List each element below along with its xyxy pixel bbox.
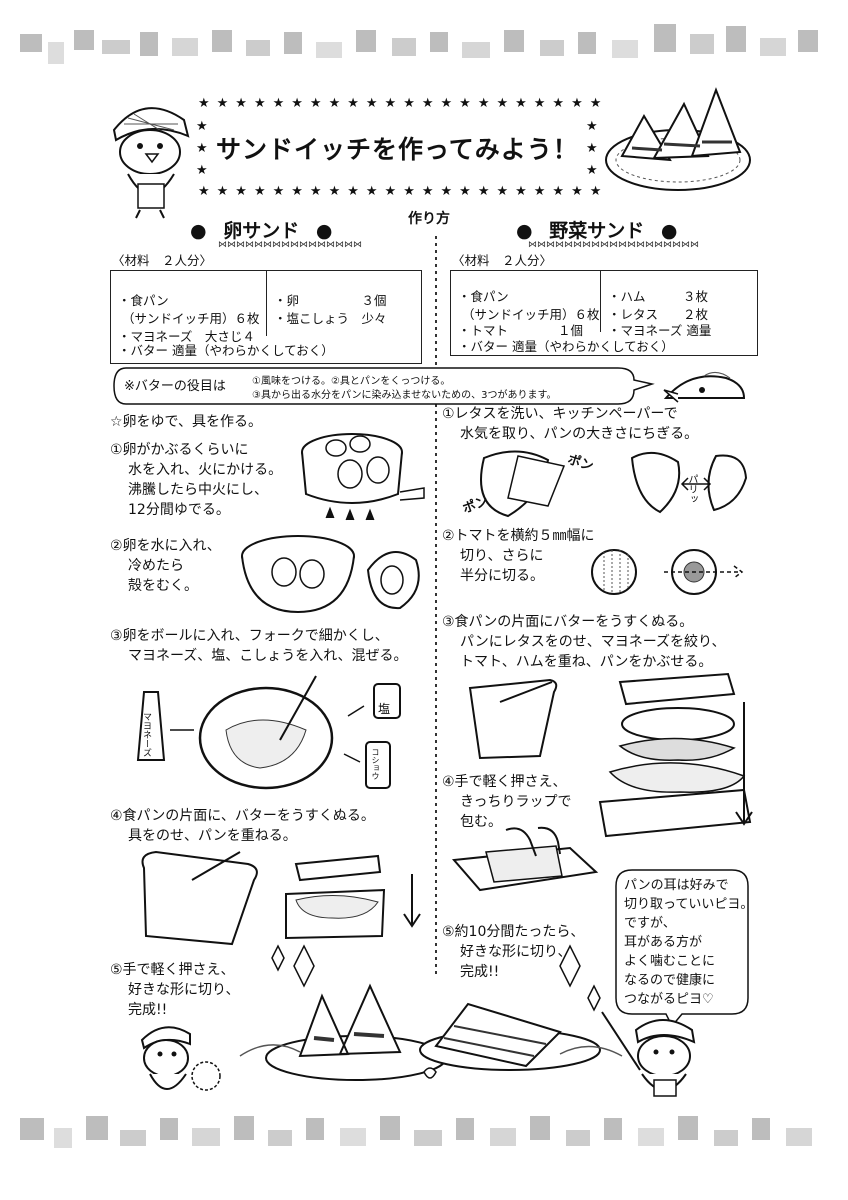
heading-underline-decoration: ⋈⋈⋈⋈⋈⋈⋈⋈⋈⋈⋈⋈⋈⋈⋈⋈⋈⋈⋈ <box>528 240 699 250</box>
chick-mascot-bottom-right-illustration <box>601 1011 696 1097</box>
veg-material-item: ・マヨネーズ 適量 <box>608 323 712 338</box>
veg-step-4: ④手で軽く押さえ、 きっちりラップで 包む。 <box>442 774 572 830</box>
egg-material-item: ・塩こしょう 少々 <box>274 311 387 326</box>
heading-bullet-icon: ● <box>516 220 533 242</box>
egg-step-1: ①卵がかぶるくらいに 水を入れ、火にかける。 沸騰したら中火にし、 12分間ゆで… <box>110 442 283 518</box>
chick-mascot-top-illustration <box>112 107 190 219</box>
veg-material-item: ・トマト １個 <box>458 323 584 338</box>
title-star-border-left: ★★★ <box>196 119 208 178</box>
lettece-drying-illustration <box>480 450 748 518</box>
bird-tip-bubble <box>615 869 749 1028</box>
egg-salad-bowl-illustration <box>136 675 401 790</box>
egg-material-item: ・卵 ３個 <box>274 293 387 308</box>
veg-materials-divider <box>600 270 601 332</box>
egg-step-2: ②卵を水に入れ、 冷めたら 殻をむく。 <box>110 538 221 594</box>
butter-role-label: ※バターの役目は <box>124 379 226 394</box>
veg-material-item: ・レタス ２枚 <box>608 307 709 322</box>
egg-step-4: ④食パンの片面に、バターをうすくぬる。 具をのせ、パンを重ねる。 <box>110 808 375 844</box>
vegetable-sandwich-stack-illustration <box>468 672 753 838</box>
page-title: サンドイッチを作ってみよう！ <box>216 135 579 164</box>
egg-materials-label: 〈材料 ２人分〉 <box>112 253 213 268</box>
egg-material-item: ・マヨネーズ 大さじ４ <box>118 329 255 344</box>
sandwich-platter-illustration <box>605 87 751 191</box>
egg-materials-divider <box>266 270 267 336</box>
mayo-bottle-label: マヨネーズ <box>141 712 151 757</box>
boiling-eggs-pot-illustration <box>301 433 425 521</box>
veg-step-1: ①レタスを洗い、キッチンペーパーで 水気を取り、パンの大きさにちぎる。 <box>442 406 699 442</box>
egg-material-item: （サンドイッチ用）６枚 <box>122 311 260 326</box>
egg-step-5: ⑤手で軽く押さえ、 好きな形に切り、 完成!! <box>110 962 240 1018</box>
heading-bullet-icon: ● <box>660 220 678 242</box>
veg-materials-box <box>450 270 758 356</box>
veg-material-item: ・ハム ３枚 <box>608 289 709 304</box>
veg-step-2: ②トマトを横約５㎜幅に 切り、さらに 半分に切る。 <box>442 528 595 584</box>
title-star-border-top: ★★★★★★★★★★★★★★★★★★★★★★ <box>198 96 609 111</box>
tomato-cutting-illustration <box>591 549 744 595</box>
sfx-pari: パリッ <box>686 474 697 504</box>
title-star-border-bottom: ★★★★★★★★★★★★★★★★★★★★★★ <box>198 184 609 199</box>
veg-step-3: ③食パンの片面にバターをうすくぬる。 パンにレタスをのせ、マヨネーズを絞り、 ト… <box>442 614 726 670</box>
egg-material-item: ・食パン <box>118 293 169 308</box>
veg-materials-label: 〈材料 ２人分〉 <box>452 253 553 268</box>
veg-step-5: ⑤約10分間たったら、 好きな形に切り、 完成!! <box>442 924 585 980</box>
butter-role-bubble <box>113 367 655 405</box>
salt-shaker-label: 塩 <box>378 702 391 716</box>
butter-role-line-2: ③具から出る水分をパンに染み込ませないための、3つがあります。 <box>252 390 557 401</box>
veg-sandwich-heading: ● 野菜サンド ● <box>516 220 678 242</box>
egg-sandwich-heading: ● 卵サンド ● <box>190 220 333 242</box>
butter-role-line-1: ①風味をつける。②具とパンをくっつける。 <box>252 376 451 387</box>
veg-material-item: ・食パン <box>458 289 509 304</box>
finished-sandwiches-illustration <box>239 944 623 1081</box>
egg-intro: ☆卵をゆで、具を作る。 <box>110 414 262 430</box>
heading-bullet-icon: ● <box>315 220 333 242</box>
pepper-shaker-label: コショウ <box>371 748 380 780</box>
butter-bread-filling-illustration <box>141 850 421 946</box>
veg-material-item: （サンドイッチ用）６枚 <box>462 307 600 322</box>
top-mosaic-border <box>0 20 848 80</box>
center-dotted-divider <box>435 236 437 976</box>
veg-material-butter: ・バター 適量（やわらかくしておく） <box>458 339 674 354</box>
heading-underline-decoration: ⋈⋈⋈⋈⋈⋈⋈⋈⋈⋈⋈⋈⋈⋈⋈⋈ <box>218 240 362 250</box>
title-star-border-right: ★★★ <box>586 119 598 178</box>
heading-bullet-icon: ● <box>190 220 207 242</box>
how-to-label: 作り方 <box>408 211 450 227</box>
egg-material-butter: ・バター 適量（やわらかくしておく） <box>118 343 334 358</box>
bird-peeking-illustration <box>663 372 746 403</box>
egg-step-3: ③卵をボールに入れ、フォークで細かくし、 マヨネーズ、塩、こしょうを入れ、混ぜる… <box>110 628 408 664</box>
chick-mascot-bottom-left-illustration <box>140 1026 221 1091</box>
bottom-mosaic-border <box>0 1110 848 1170</box>
wrapping-sandwich-illustration <box>451 826 599 892</box>
bird-tip-text: パンの耳は好みで 切り取っていいピヨ。 ですが、 耳がある方が よく噛むことに … <box>624 878 754 1007</box>
eggs-in-water-bowl-illustration <box>241 535 420 614</box>
